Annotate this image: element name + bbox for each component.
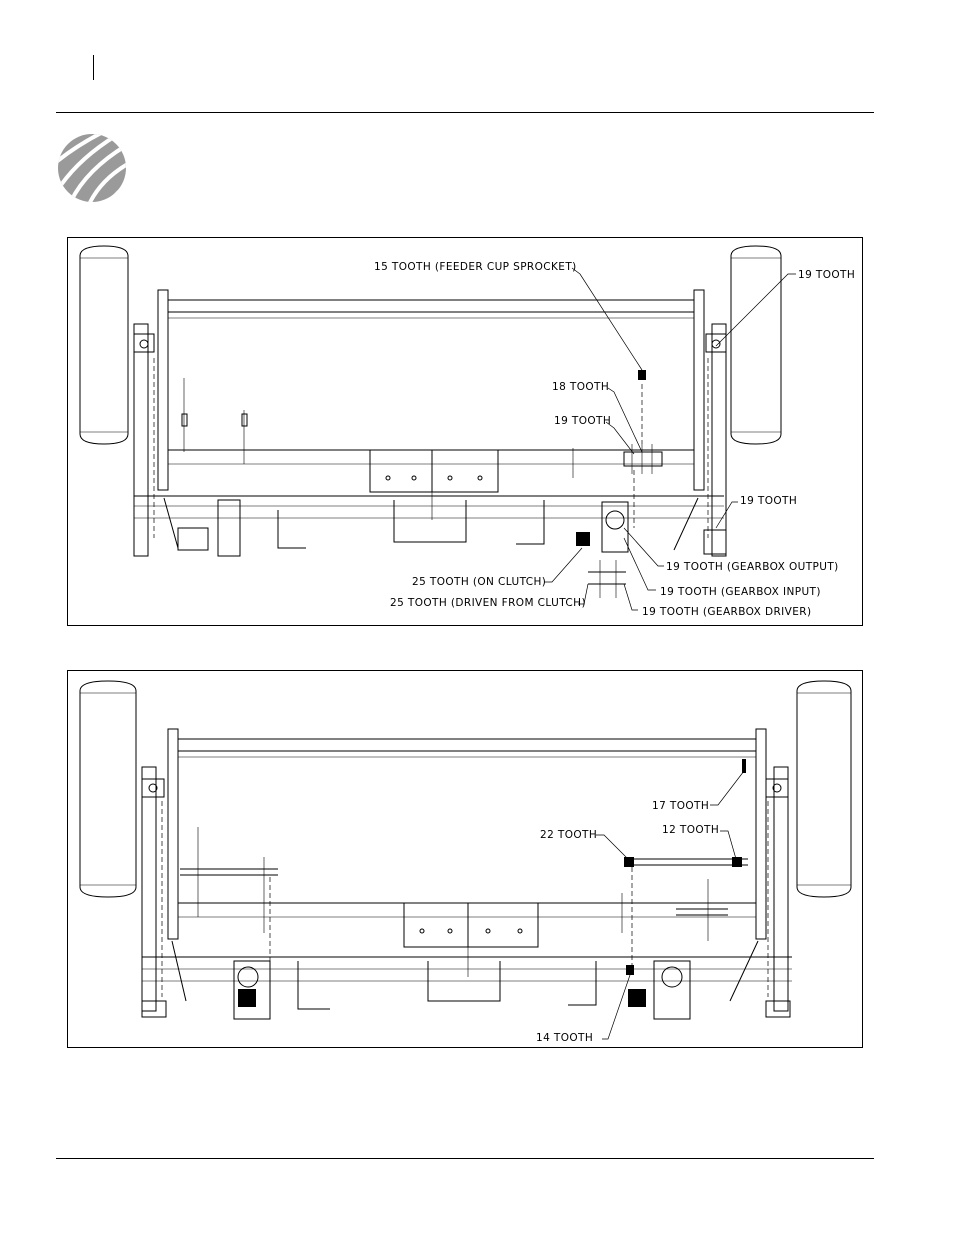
label-19-tooth-right: 19 TOOTH — [740, 495, 797, 507]
right-tire — [797, 681, 851, 897]
header-rule — [56, 112, 874, 113]
label-19-tooth-top-right: 19 TOOTH — [798, 269, 855, 281]
footer-rule — [56, 1158, 874, 1159]
drive-diagram-top: 15 TOOTH (FEEDER CUP SPROCKET) 18 TOOTH … — [67, 237, 863, 626]
left-tire — [80, 681, 136, 897]
brand-stripes-logo-icon — [57, 133, 127, 203]
label-gearbox-driver: 19 TOOTH (GEARBOX DRIVER) — [642, 606, 811, 618]
leader-lines — [544, 268, 796, 610]
hopper-frame — [134, 290, 726, 598]
label-gearbox-output: 19 TOOTH (GEARBOX OUTPUT) — [666, 561, 839, 573]
right-tire — [731, 246, 781, 444]
label-gearbox-input: 19 TOOTH (GEARBOX INPUT) — [660, 586, 821, 598]
label-17-tooth: 17 TOOTH — [652, 800, 709, 812]
label-on-clutch: 25 TOOTH (ON CLUTCH) — [412, 576, 546, 588]
label-19-tooth-mid: 19 TOOTH — [554, 415, 611, 427]
label-driven-from-clutch: 25 TOOTH (DRIVEN FROM CLUTCH) — [390, 597, 586, 609]
label-14-tooth: 14 TOOTH — [536, 1032, 593, 1044]
left-tire — [80, 246, 128, 444]
hopper-frame — [142, 729, 792, 1019]
label-22-tooth: 22 TOOTH — [540, 829, 597, 841]
label-feeder-cup-sprocket: 15 TOOTH (FEEDER CUP SPROCKET) — [374, 261, 577, 273]
label-12-tooth: 12 TOOTH — [662, 824, 719, 836]
header-marker-bar — [93, 55, 94, 80]
label-18-tooth: 18 TOOTH — [552, 381, 609, 393]
drive-diagram-bottom: 17 TOOTH 22 TOOTH 12 TOOTH 14 TOOTH — [67, 670, 863, 1048]
